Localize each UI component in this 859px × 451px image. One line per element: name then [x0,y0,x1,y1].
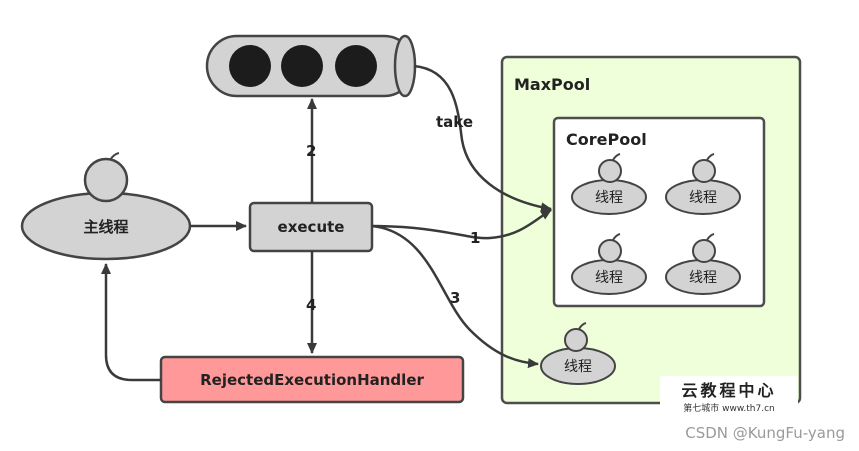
thread-label: 线程 [564,359,592,375]
thread-label: 线程 [689,190,717,206]
execute-node: execute [248,201,374,253]
rejected-handler-node: RejectedExecutionHandler [159,355,465,404]
execute-label: execute [278,218,345,236]
edge-label-2: 2 [306,142,316,160]
main-thread-node: 主线程 [20,152,192,261]
arrow-queue-take [413,64,552,213]
site-watermark-title: 云教程中心 [681,381,776,400]
queued-task-1 [229,45,271,87]
edge-label-take: take [436,113,473,131]
arrow-execute-to-extra-thread [371,224,539,369]
arrow-handler-to-main [101,263,161,382]
core-thread-4: 线程 [665,233,741,295]
arrow-execute-to-corepool [371,208,552,240]
core-thread-1: 线程 [571,153,647,215]
queued-task-3 [335,45,377,87]
site-watermark: 云教程中心 第七城市 www.th7.cn [660,376,798,414]
site-watermark-url: 第七城市 www.th7.cn [683,402,774,414]
csdn-watermark: CSDN @KungFu-yang [685,424,845,442]
core-thread-2: 线程 [665,153,741,215]
core-pool-label: CorePool [566,130,647,149]
extra-thread: 线程 [540,322,616,385]
thread-label: 线程 [595,270,623,286]
queued-task-2 [281,45,323,87]
handler-label: RejectedExecutionHandler [200,371,424,389]
edge-label-4: 4 [306,296,316,314]
edge-label-3: 3 [450,289,460,307]
edge-label-1: 1 [470,229,480,247]
max-pool-label: MaxPool [514,75,590,94]
main-thread-label: 主线程 [83,218,128,236]
thread-label: 线程 [689,270,717,286]
core-thread-3: 线程 [571,233,647,295]
task-queue [205,34,417,98]
thread-label: 线程 [595,190,623,206]
